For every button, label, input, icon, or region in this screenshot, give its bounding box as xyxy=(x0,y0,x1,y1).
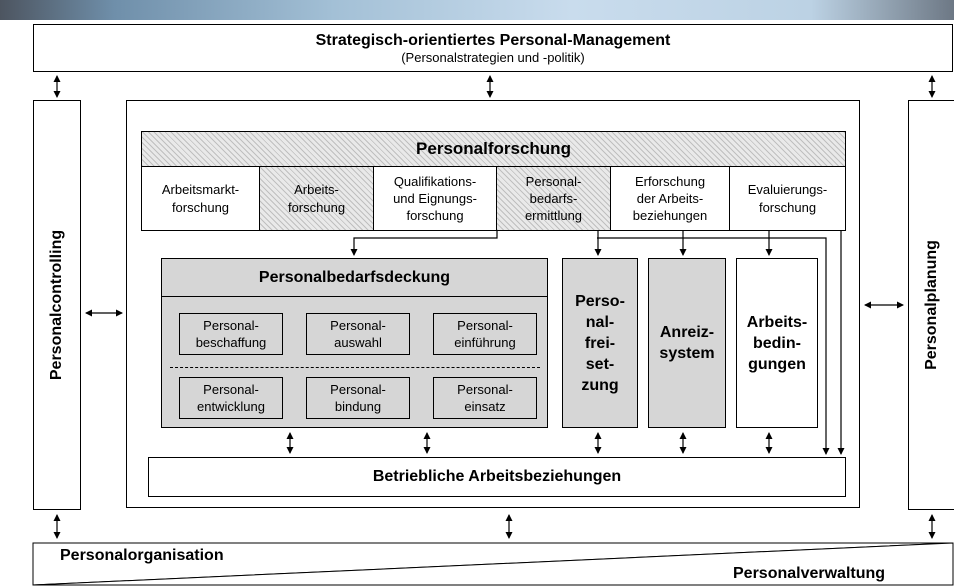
bedarfsdeckung-divider xyxy=(170,367,540,368)
item-personalbindung: Personal- bindung xyxy=(306,377,410,419)
forschung-cell-evaluierung: Evaluierungs- forschung xyxy=(729,166,846,231)
item-personalentwicklung: Personal- entwicklung xyxy=(179,377,283,419)
forschung-cell-arbeitsmarkt: Arbeitsmarkt- forschung xyxy=(141,166,260,231)
personalplanung-box: Personalplanung xyxy=(908,100,954,510)
personalfreisetzung-box: Perso- nal- frei- set- zung xyxy=(562,258,638,428)
arbeitsbedingungen-box: Arbeits- bedin- gungen xyxy=(736,258,818,428)
strategic-title: Strategisch-orientiertes Personal-Manage… xyxy=(315,31,671,49)
strategic-subtitle: (Personalstrategien und -politik) xyxy=(401,49,585,65)
item-personalauswahl: Personal- auswahl xyxy=(306,313,410,355)
forschung-cell-arbeits: Arbeits- forschung xyxy=(259,166,374,231)
item-personalbeschaffung: Personal- beschaffung xyxy=(179,313,283,355)
strategic-management-box: Strategisch-orientiertes Personal-Manage… xyxy=(33,24,953,72)
item-personaleinfuehrung: Personal- einführung xyxy=(433,313,537,355)
personalcontrolling-box: Personalcontrolling xyxy=(33,100,81,510)
item-personaleinsatz: Personal- einsatz xyxy=(433,377,537,419)
personalbedarfsdeckung-title: Personalbedarfsdeckung xyxy=(162,259,547,297)
forschung-cell-qualifikation: Qualifikations- und Eignungs- forschung xyxy=(373,166,497,231)
forschung-cell-bedarfsermittlung: Personal- bedarfs- ermittlung xyxy=(496,166,611,231)
anreizsystem-box: Anreiz- system xyxy=(648,258,726,428)
personalverwaltung-label: Personalverwaltung xyxy=(733,565,886,582)
header-photo-strip xyxy=(0,0,954,20)
arbeitsbeziehungen-box: Betriebliche Arbeitsbeziehungen xyxy=(148,457,846,497)
forschung-cell-arbeitsbeziehungen: Erforschung der Arbeits- beziehungen xyxy=(610,166,730,231)
personalorganisation-label: Personalorganisation xyxy=(60,547,224,564)
